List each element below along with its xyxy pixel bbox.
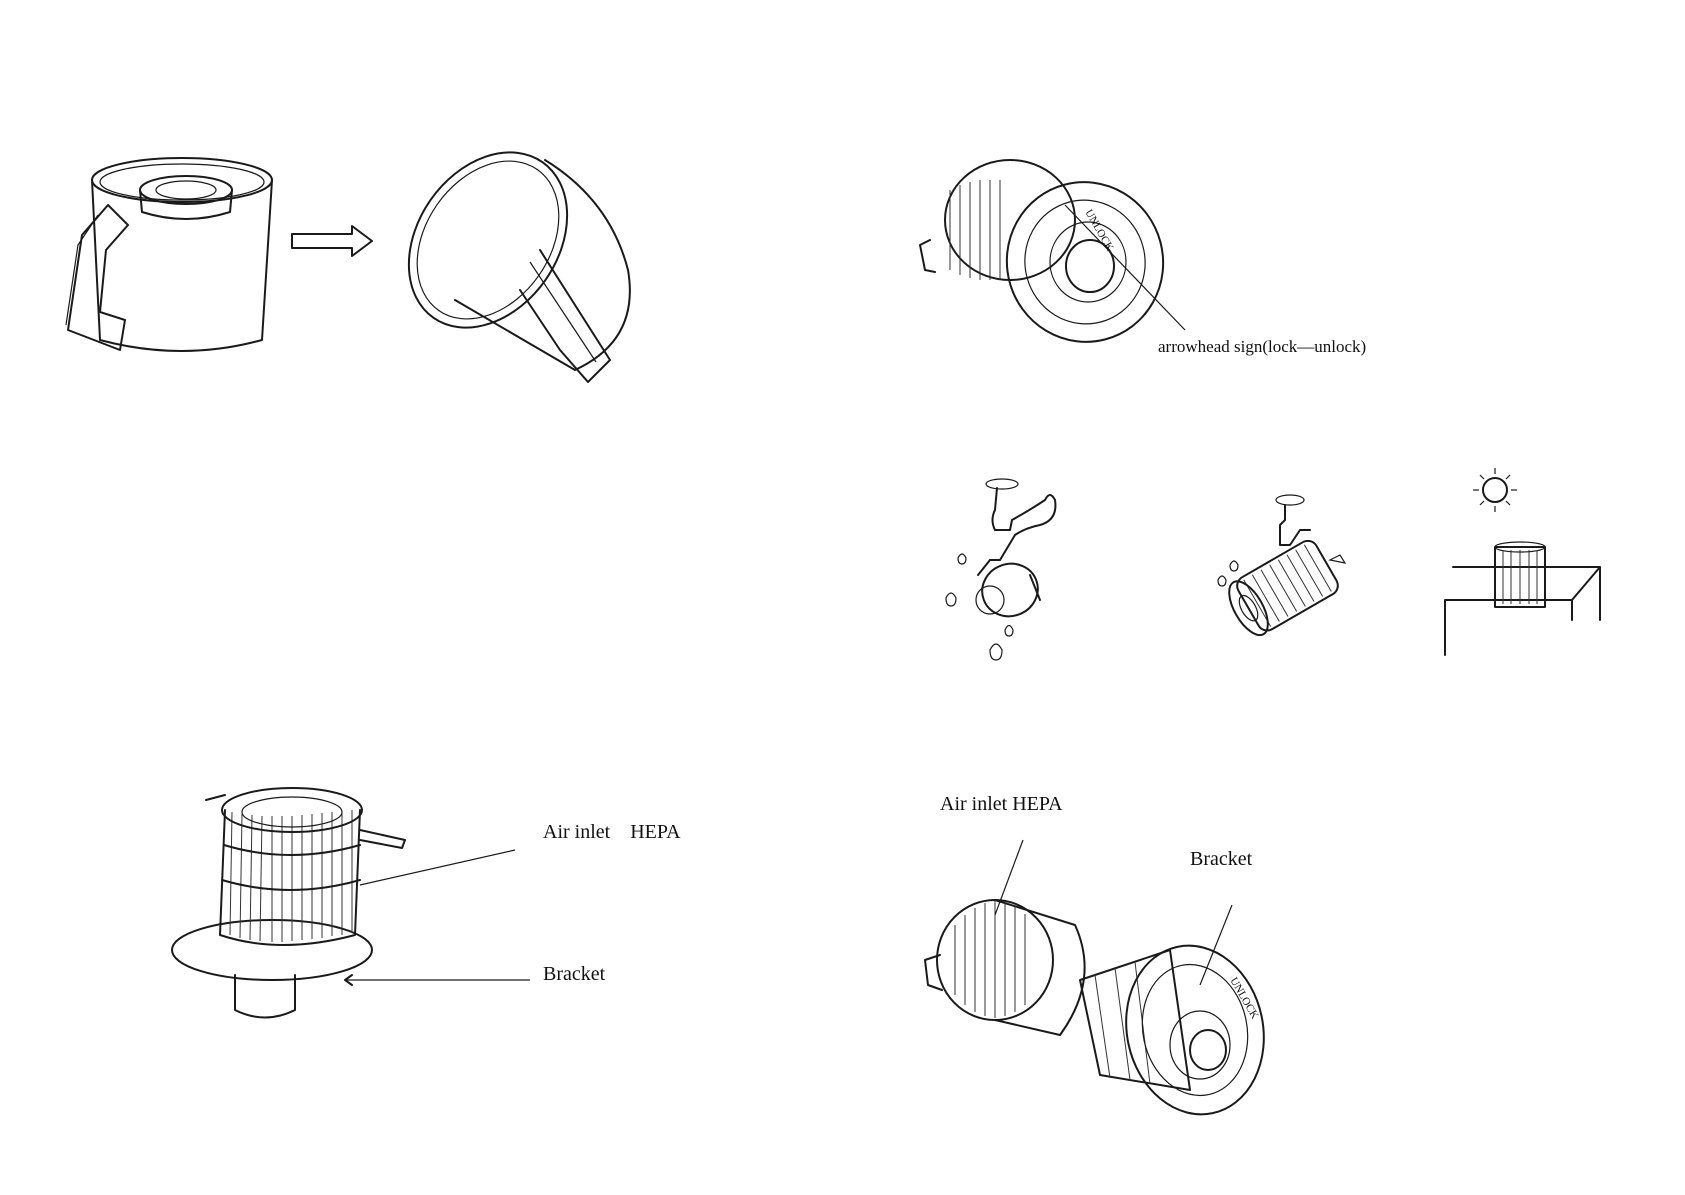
tap-rinse-icon	[945, 478, 1057, 661]
cup-emptied-icon	[407, 151, 631, 383]
bracket-label-right: Bracket	[1190, 848, 1253, 870]
tap-wash-icon	[1217, 494, 1347, 637]
filter-assembly-icon	[171, 787, 530, 1019]
air-inlet-hepa-label-right: Air inlet HEPA	[940, 793, 1063, 815]
filter-unlock-icon: UNLOCK	[919, 159, 1186, 343]
sun-icon	[1473, 468, 1517, 512]
arrowhead-sign-label: arrowhead sign(lock—unlock)	[1158, 337, 1366, 356]
exploded-filter-icon: UNLOCK	[924, 839, 1265, 1116]
filter-drying-icon	[1444, 541, 1601, 656]
air-inlet-hepa-label-left: Air inlet HEPA	[543, 821, 681, 843]
bracket-label-left: Bracket	[543, 963, 606, 985]
arrow-right-icon	[291, 225, 373, 257]
dust-cup-icon	[65, 157, 273, 352]
